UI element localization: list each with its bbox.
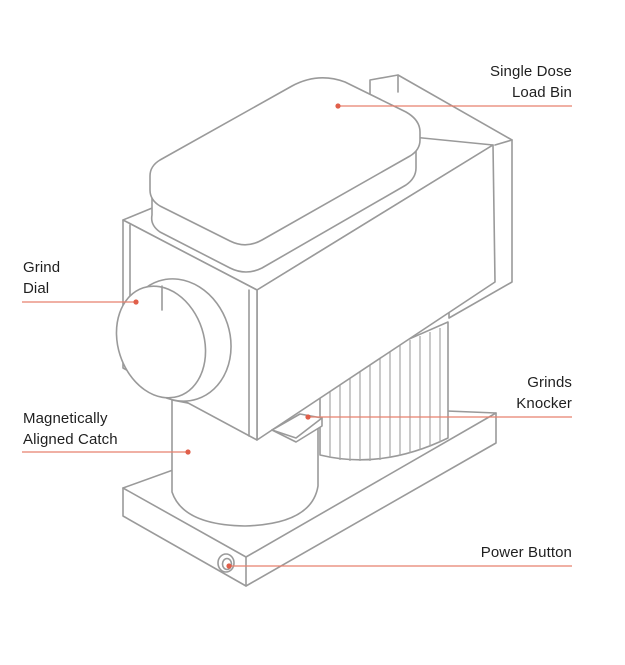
label-grinds-knocker-line2: Knocker	[516, 395, 572, 412]
power-button[interactable]	[217, 553, 235, 573]
label-grinds-knocker-line1: Grinds	[527, 374, 572, 391]
leader-dot-grind-dial	[133, 299, 139, 305]
motor-housing	[319, 321, 449, 461]
label-load-bin-line2: Load Bin	[511, 84, 572, 101]
label-grind-dial: Grind Dial	[23, 257, 60, 299]
motor-fins	[329, 328, 441, 461]
grinds-knocker	[271, 413, 323, 443]
label-grinds-knocker: Grinds Knocker	[516, 372, 572, 414]
leader-dot-power-button	[226, 563, 232, 569]
load-bin	[149, 77, 421, 273]
label-power-button-line1: Power Button	[480, 544, 572, 561]
label-load-bin: Single Dose Load Bin	[490, 61, 572, 103]
leader-dot-load-bin	[335, 103, 341, 109]
grind-dial	[115, 278, 232, 402]
leader-dot-grinds-knocker	[305, 414, 311, 420]
label-power-button: Power Button	[481, 542, 572, 563]
callout-leaders	[22, 103, 572, 569]
leader-dot-magnetic-catch	[185, 449, 191, 455]
label-magnetic-catch-line1: Magnetically	[23, 410, 108, 427]
label-magnetic-catch: Magnetically Aligned Catch	[23, 408, 118, 450]
label-load-bin-line1: Single Dose	[490, 63, 572, 80]
label-grind-dial-line1: Grind	[23, 259, 61, 276]
label-magnetic-catch-line2: Aligned Catch	[23, 431, 118, 448]
label-grind-dial-line2: Dial	[23, 280, 50, 297]
